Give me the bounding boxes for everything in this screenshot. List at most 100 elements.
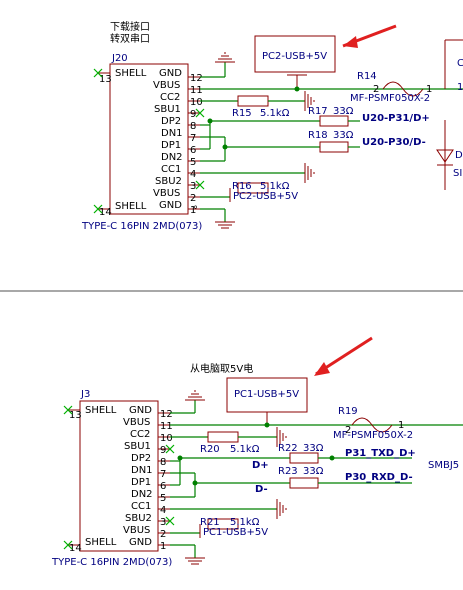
top-connector-body — [109, 63, 189, 215]
bottom-pin-name: GND — [129, 537, 152, 548]
bottom-pin-name: VBUS — [123, 525, 150, 536]
top-pin-num: 1 — [190, 205, 196, 216]
top-pin-name: DP2 — [161, 116, 181, 127]
top-note-line1: 下载接口 — [110, 20, 150, 33]
top-r17-val: 33Ω — [333, 106, 354, 117]
top-r16 — [237, 182, 269, 194]
top-power-label: PC2-USB+5V — [262, 51, 327, 62]
bottom-pin-name: DP1 — [131, 477, 151, 488]
bottom-pin-num: 8 — [160, 457, 166, 468]
bottom-pin-name: DN2 — [131, 489, 153, 500]
top-pin-num: 4 — [190, 169, 196, 180]
top-pin-name: GND — [159, 68, 182, 79]
top-r18-val: 33Ω — [333, 130, 354, 141]
bottom-pin-num: 7 — [160, 469, 166, 480]
bottom-r23-ref: R23 — [278, 466, 298, 477]
top-fuse-part: MF-PSMF050X-2 — [350, 93, 430, 104]
top-r15-val: 5.1kΩ — [260, 108, 290, 119]
bottom-fuse-pin1: 1 — [398, 420, 404, 431]
bottom-pin-name: GND — [129, 405, 152, 416]
bottom-pin-name: CC1 — [131, 501, 151, 512]
top-r16-val: 5.1kΩ — [260, 181, 290, 192]
top-pin-name: CC2 — [160, 92, 180, 103]
bottom-pin-num: 2 — [160, 529, 166, 540]
top-pin-name: DP1 — [161, 140, 181, 151]
bottom-net-txd: P31_TXD_D+ — [345, 448, 416, 459]
top-pin-name: VBUS — [153, 80, 180, 91]
top-r16-ref: R16 — [232, 181, 252, 192]
svg-text:°: ° — [193, 205, 198, 216]
bottom-pin-shell-13: SHELL — [85, 405, 117, 416]
bottom-r21-val: 5.1kΩ — [230, 517, 260, 528]
top-pin-num: 2 — [190, 193, 196, 204]
bottom-connector-body — [79, 400, 159, 552]
bottom-pin-num: 3 — [160, 517, 166, 528]
bottom-fuse-ref: R19 — [338, 406, 358, 417]
top-pin-name: DN2 — [161, 152, 183, 163]
bottom-circuit: 从电脑取5V电 J3 SHELL SHELL GND VBUS CC2 SBU1… — [51, 336, 463, 568]
bottom-pin-num: 14 — [69, 543, 82, 554]
top-pin-name: VBUS — [153, 188, 180, 199]
bottom-power-box — [226, 377, 308, 413]
top-connector-part: TYPE-C 16PIN 2MD(073) — [81, 221, 202, 232]
top-side-c: C — [457, 58, 463, 69]
top-fuse-ref: R14 — [357, 71, 377, 82]
top-net-dn: U20-P30/D- — [362, 137, 426, 148]
top-side-1: 1 — [457, 82, 463, 93]
top-r18 — [319, 141, 349, 153]
top-note-line2: 转双串口 — [110, 32, 150, 45]
top-pin-name: SBU2 — [155, 176, 182, 187]
top-pin-name: CC1 — [161, 164, 181, 175]
bottom-pin-num: 11 — [160, 421, 173, 432]
bottom-net-dp: D+ — [252, 460, 269, 471]
bottom-r20-val: 5.1kΩ — [230, 444, 260, 455]
top-r15 — [237, 95, 269, 107]
top-noconnect-marks — [93, 68, 205, 214]
bottom-pin-name: SBU1 — [124, 441, 151, 452]
bottom-gnd-symbol — [185, 390, 205, 401]
top-r15-ref: R15 — [232, 108, 252, 119]
bottom-pin-num: 13 — [69, 410, 82, 421]
bottom-fuse-part: MF-PSMF050X-2 — [333, 430, 413, 441]
top-fuse-pin2: 2 — [373, 84, 379, 95]
top-pin-num: 12 — [190, 73, 203, 84]
top-pin-num: 13 — [99, 74, 112, 85]
top-fuse-pin1: 1 — [426, 84, 432, 95]
bottom-pin-num: 6 — [160, 481, 166, 492]
top-pin-num: 8 — [190, 121, 196, 132]
bottom-r21-ref: R21 — [200, 517, 220, 528]
bottom-r22 — [289, 452, 319, 464]
bottom-pin-name: CC2 — [130, 429, 150, 440]
bottom-power-label: PC1-USB+5V — [234, 389, 299, 400]
bottom-arrow-head — [314, 362, 330, 376]
top-pin-num: 6 — [190, 145, 196, 156]
bottom-connector-ref: J3 — [80, 389, 90, 400]
bottom-power-label-small: PC1-USB+5V — [203, 527, 268, 538]
bottom-r22-ref: R22 — [278, 443, 298, 454]
bottom-pin-shell-14: SHELL — [85, 537, 117, 548]
bottom-r23 — [289, 477, 319, 489]
top-arrow-head — [343, 36, 358, 48]
top-pin-num: 10 — [190, 97, 203, 108]
top-gnd-symbol — [215, 52, 235, 63]
bottom-r20 — [207, 431, 239, 443]
bottom-note: 从电脑取5V电 — [190, 362, 253, 375]
bottom-r21 — [207, 518, 239, 530]
bottom-pin-num: 10 — [160, 433, 173, 444]
top-pin-name: GND — [159, 200, 182, 211]
top-pin-shell-13: SHELL — [115, 68, 147, 79]
top-pin-num: 9 — [190, 109, 196, 120]
bottom-pin-num: 12 — [160, 409, 173, 420]
top-circuit: 下载接口 转双串口 J20 SHELL SHELL GND VBUS CC2 S… — [81, 20, 463, 232]
top-net-dp: U20-P31/D+ — [362, 113, 430, 124]
top-pin-num: 11 — [190, 85, 203, 96]
top-r18-ref: R18 — [308, 130, 328, 141]
bottom-side-part: SMBJ5 — [428, 460, 459, 471]
bottom-pin-name: DP2 — [131, 453, 151, 464]
top-pin-name: DN1 — [161, 128, 183, 139]
top-fuse-symbol — [382, 81, 424, 97]
bottom-pin-num: 1 — [160, 541, 166, 552]
top-side-d: D — [455, 150, 463, 161]
top-power-box — [254, 35, 336, 73]
bottom-net-dn: D- — [255, 484, 268, 495]
